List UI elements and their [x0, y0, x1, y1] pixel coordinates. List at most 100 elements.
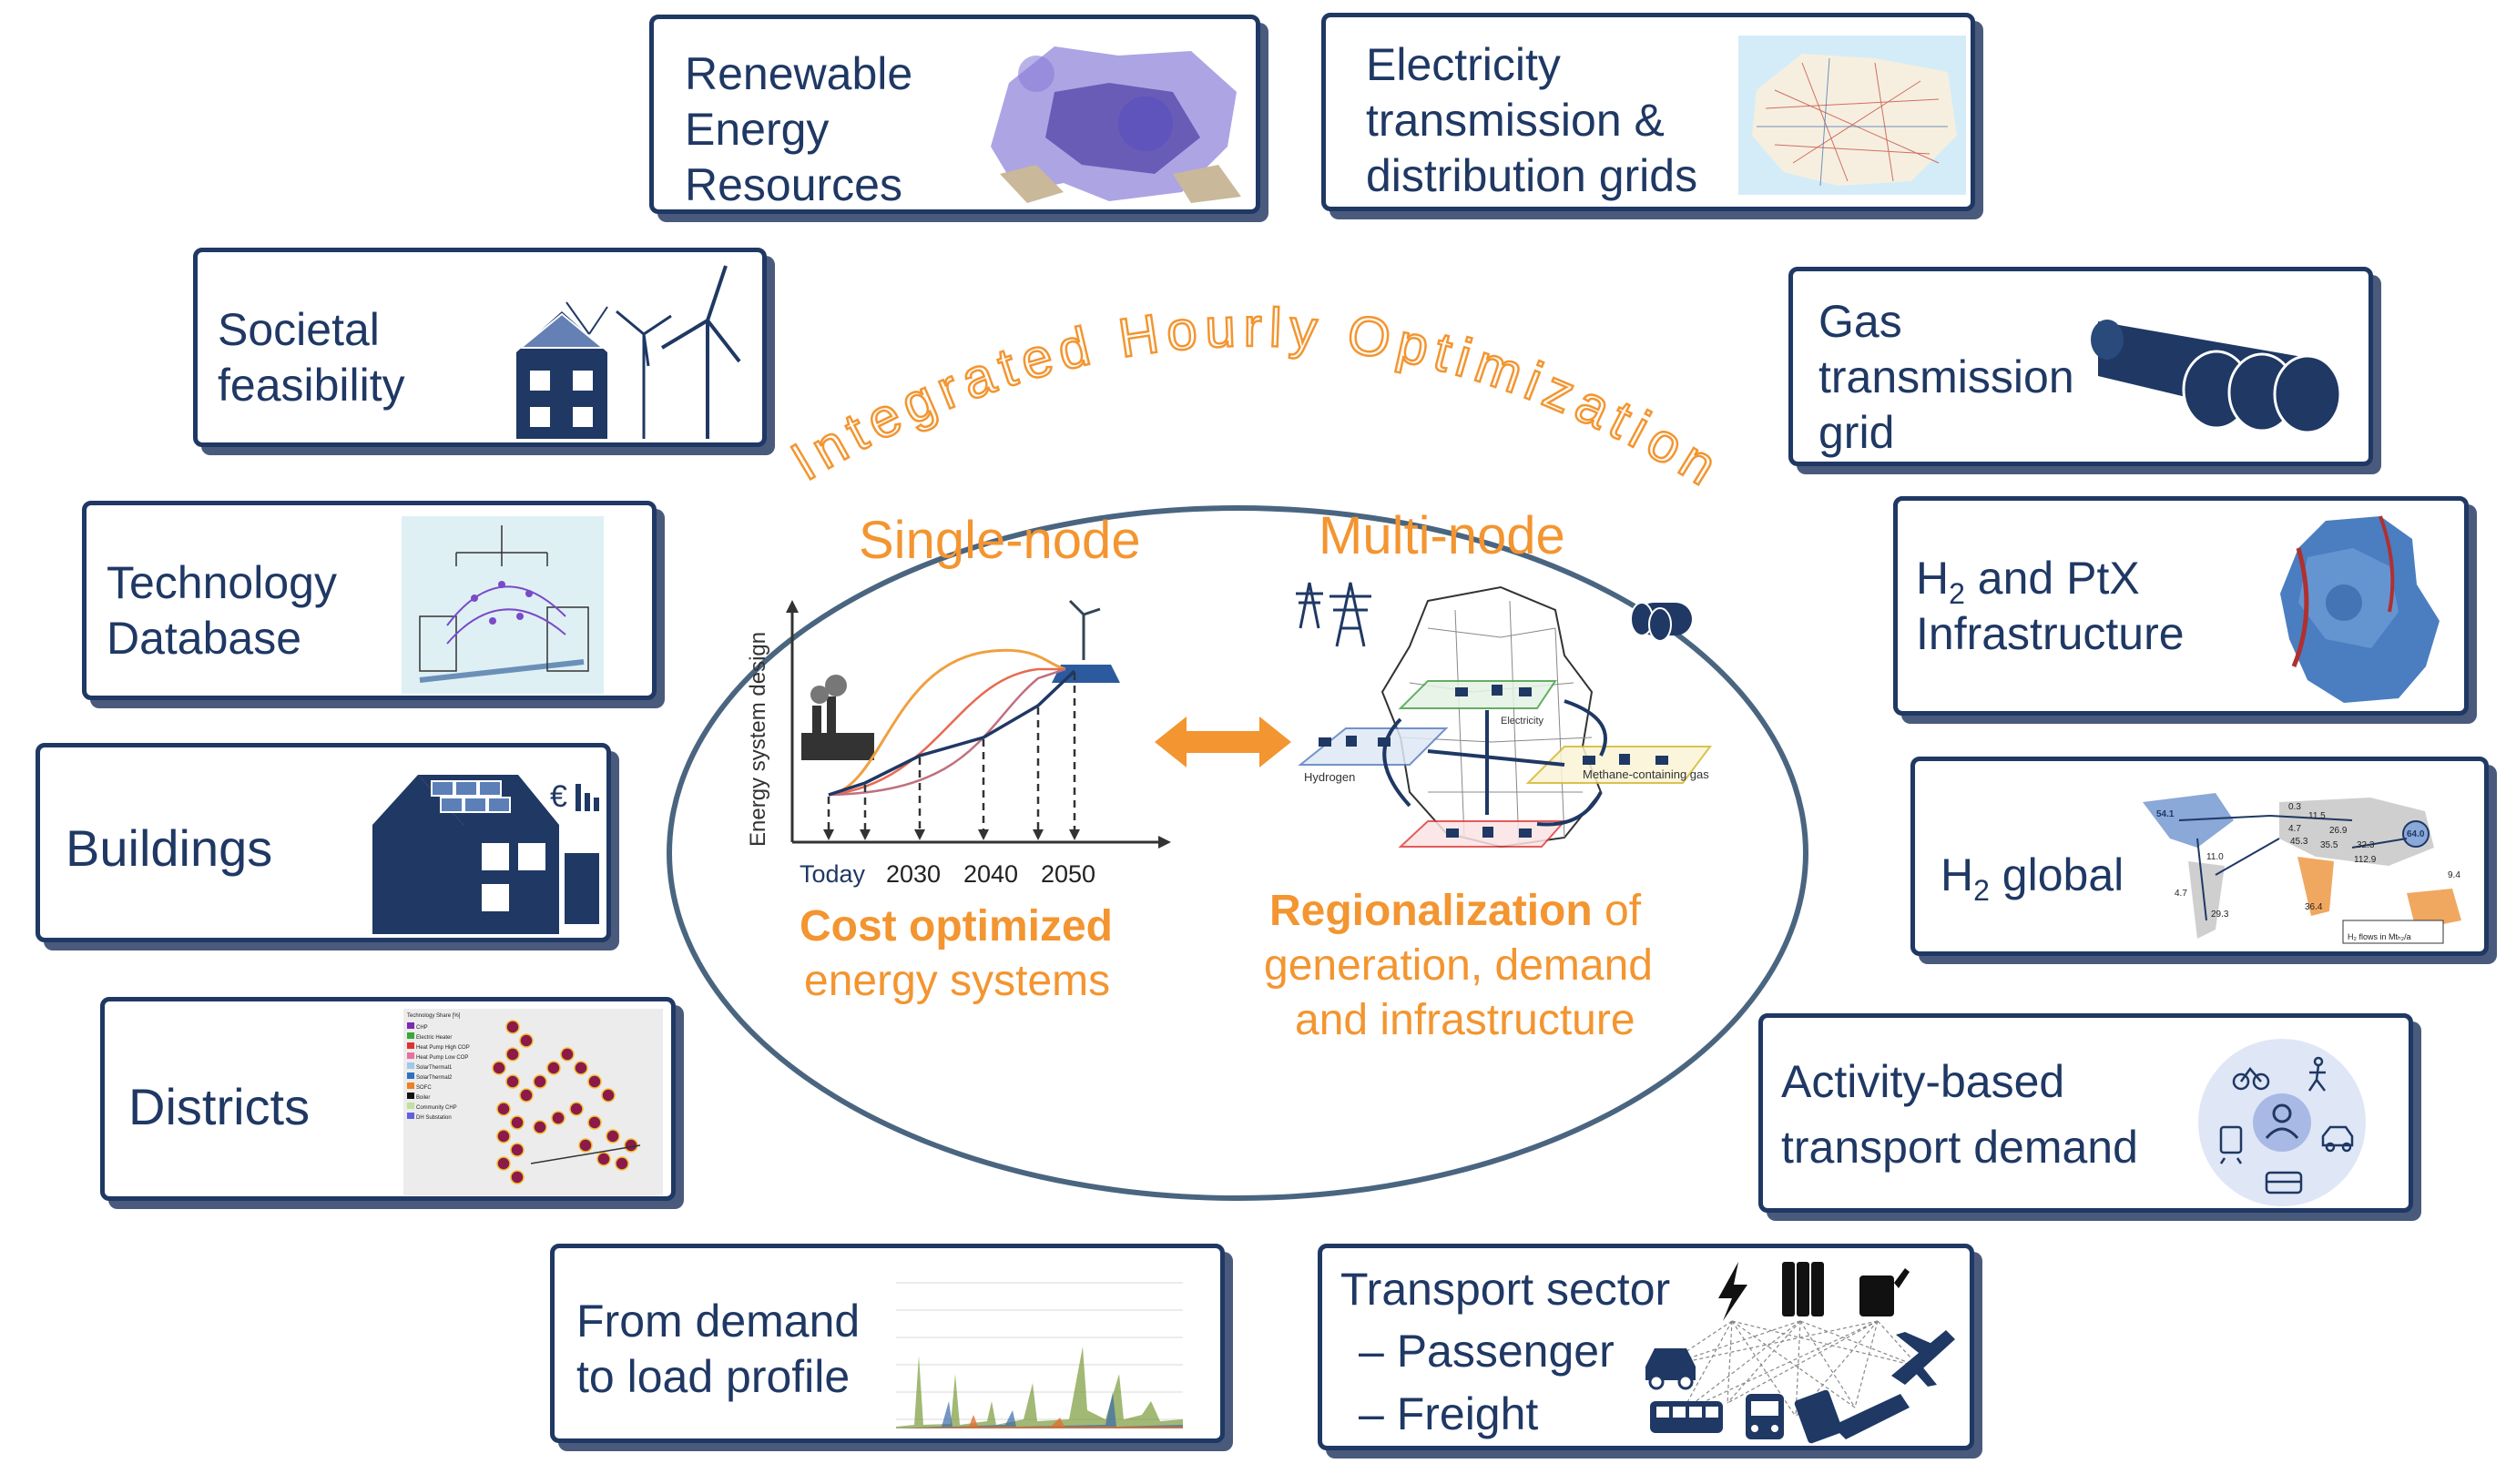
card-transport-sector[interactable]: Transport sector – Passenger – Freight: [1318, 1244, 1974, 1450]
tick-2030: 2030: [886, 860, 942, 888]
electricity-line2: transmission &: [1366, 95, 1665, 146]
h2-map-value-6: 45.3: [2290, 837, 2308, 847]
card-districts[interactable]: Districts Technology Share [%] CHP Elect…: [100, 997, 676, 1201]
card-societal-feasibility[interactable]: Societal feasibility: [193, 248, 767, 447]
regionalization-bold: Regionalization: [1269, 887, 1593, 935]
card-buildings[interactable]: Buildings €: [36, 743, 611, 942]
load-profile-chart: [887, 1265, 1206, 1438]
h2-map-value-9: 64.0: [2407, 829, 2425, 839]
building-icon: €: [368, 770, 605, 938]
card-demand-load-profile[interactable]: From demand to load profile: [550, 1244, 1225, 1443]
buildings-label: Buildings: [66, 819, 273, 877]
activity-mobility-icon: [2195, 1036, 2368, 1208]
renewable-line2: Energy: [685, 104, 830, 155]
renewable-line1: Renewable: [685, 48, 913, 99]
fuel-can-icon: [1859, 1268, 1910, 1316]
world-h2-flows-map: 54.1 0.3 11.5 4.7 26.9 45.3 35.5 32.3 64…: [2134, 784, 2480, 948]
district-legend-label: CHP: [416, 1025, 428, 1031]
district-legend-item: CHP: [407, 1022, 475, 1032]
gas-line3: grid: [1818, 407, 1895, 458]
h2ptx-line2: Infrastructure: [1916, 608, 2185, 659]
district-legend-item: DH Substation: [407, 1113, 475, 1123]
svg-text:Integrated Hourly Optimization: Integrated Hourly Optimization: [781, 297, 1734, 501]
h2ptx-rest: and PtX: [1964, 553, 2140, 604]
train-icon: [1746, 1394, 1784, 1439]
gas-line1: Gas: [1818, 296, 1902, 347]
renewable-line3: Resources: [685, 159, 902, 210]
transport-line1: Transport sector: [1340, 1264, 1671, 1315]
district-legend-item: SOFC: [407, 1083, 475, 1093]
district-legend-item: Boiler: [407, 1093, 475, 1103]
h2-map-value-14: 9.4: [2448, 870, 2460, 880]
demand-line1: From demand: [576, 1296, 861, 1347]
factory-icon: [801, 675, 874, 760]
gas-pipe-icon: [1630, 602, 1692, 642]
h2-map-value-12: 4.7: [2175, 889, 2187, 899]
lightning-icon: [1718, 1262, 1747, 1321]
district-legend-label: SOFC: [416, 1085, 432, 1091]
card-h2-global[interactable]: H2 global 54.1 0.3 11.5 4.7 26.9 45.3 35…: [1910, 757, 2489, 956]
districts-label: Districts: [128, 1078, 311, 1135]
center-ellipse: [667, 505, 1808, 1201]
h2-map-value-10: 112.9: [2354, 855, 2377, 865]
card-electricity-grids[interactable]: Electricity transmission & distribution …: [1321, 13, 1975, 211]
card-renewable-energy[interactable]: Renewable Energy Resources: [649, 15, 1260, 214]
district-legend-title: Technology Share [%]: [407, 1013, 461, 1019]
h2ptx-line1: H2 and PtX: [1916, 551, 2140, 622]
regionalization-line3: and infrastructure: [1295, 996, 1635, 1044]
district-legend-label: Heat Pump High COP: [416, 1045, 470, 1051]
transport-line3: – Freight: [1359, 1388, 1539, 1439]
district-legend-label: SolarThermal2: [416, 1075, 453, 1081]
electricity-line1: Electricity: [1366, 39, 1561, 90]
house-wind-icon: [498, 261, 744, 442]
demand-line2: to load profile: [576, 1351, 851, 1402]
activity-line1: Activity-based: [1781, 1056, 2065, 1107]
district-legend-item: Heat Pump High COP: [407, 1042, 475, 1052]
card-technology-database[interactable]: Technology Database: [82, 501, 657, 700]
district-legend-item: SolarThermal2: [407, 1072, 475, 1083]
regionalization-of: of: [1592, 887, 1642, 935]
card-activity-transport[interactable]: Activity-based transport demand: [1758, 1013, 2413, 1213]
h2global-sub: 2: [1973, 874, 1990, 907]
technology-line1: Technology: [107, 557, 337, 608]
h2-map-value-2: 0.3: [2288, 802, 2301, 812]
technology-database-image: [402, 516, 604, 694]
district-legend: Technology Share [%] CHP Electric Heater…: [407, 1012, 475, 1123]
district-legend-item: Electric Heater: [407, 1032, 475, 1042]
h2-map-value-5: 26.9: [2329, 826, 2348, 836]
societal-line2: feasibility: [218, 360, 405, 411]
map-label-electricity: Electricity: [1501, 716, 1544, 727]
hydrogen-tank-icon: [1782, 1262, 1824, 1316]
district-heating-map: Technology Share [%] CHP Electric Heater…: [403, 1009, 663, 1195]
district-legend-label: Community CHP: [416, 1105, 457, 1111]
h2-map-value-8: 32.3: [2357, 840, 2375, 850]
bus-icon: [1650, 1401, 1723, 1433]
germany-h2-map: [2262, 512, 2453, 707]
district-legend-item: Community CHP: [407, 1103, 475, 1113]
activity-line2: transport demand: [1781, 1122, 2138, 1173]
district-legend-label: SolarThermal1: [416, 1065, 453, 1071]
truck-icon: [1794, 1389, 1843, 1444]
h2global-h: H: [1941, 849, 1974, 900]
card-h2-ptx[interactable]: H2 and PtX Infrastructure: [1893, 496, 2469, 716]
h2ptx-h: H: [1916, 553, 1950, 604]
map-label-methane: Methane-containing gas: [1583, 767, 1709, 781]
h2-map-value-13: 36.4: [2305, 902, 2323, 912]
regionalization-line1: Regionalization of: [1269, 886, 1641, 936]
h2-map-value-7: 35.5: [2320, 840, 2338, 850]
district-legend-item: SolarThermal1: [407, 1062, 475, 1072]
district-legend-label: Boiler: [416, 1095, 431, 1101]
card-gas-grid[interactable]: Gas transmission grid: [1788, 267, 2373, 466]
europe-grid-map: [1738, 36, 1966, 195]
cost-optimized-label: Cost optimized: [800, 902, 1113, 950]
h2-map-value-11: 11.0: [2206, 852, 2224, 862]
ship-icon: [1832, 1394, 1910, 1439]
multi-node-title: Multi-node: [1319, 506, 1565, 565]
single-node-title: Single-node: [859, 511, 1141, 570]
district-legend-label: Electric Heater: [416, 1035, 453, 1041]
h2-map-value-15: 29.3: [2211, 910, 2229, 920]
h2-map-value-4: 4.7: [2288, 824, 2301, 834]
arc-title-text: Integrated Hourly Optimization: [779, 296, 1727, 502]
h2-map-value-1: 54.1: [2156, 809, 2175, 819]
transport-modes-icon: [1645, 1257, 1969, 1444]
